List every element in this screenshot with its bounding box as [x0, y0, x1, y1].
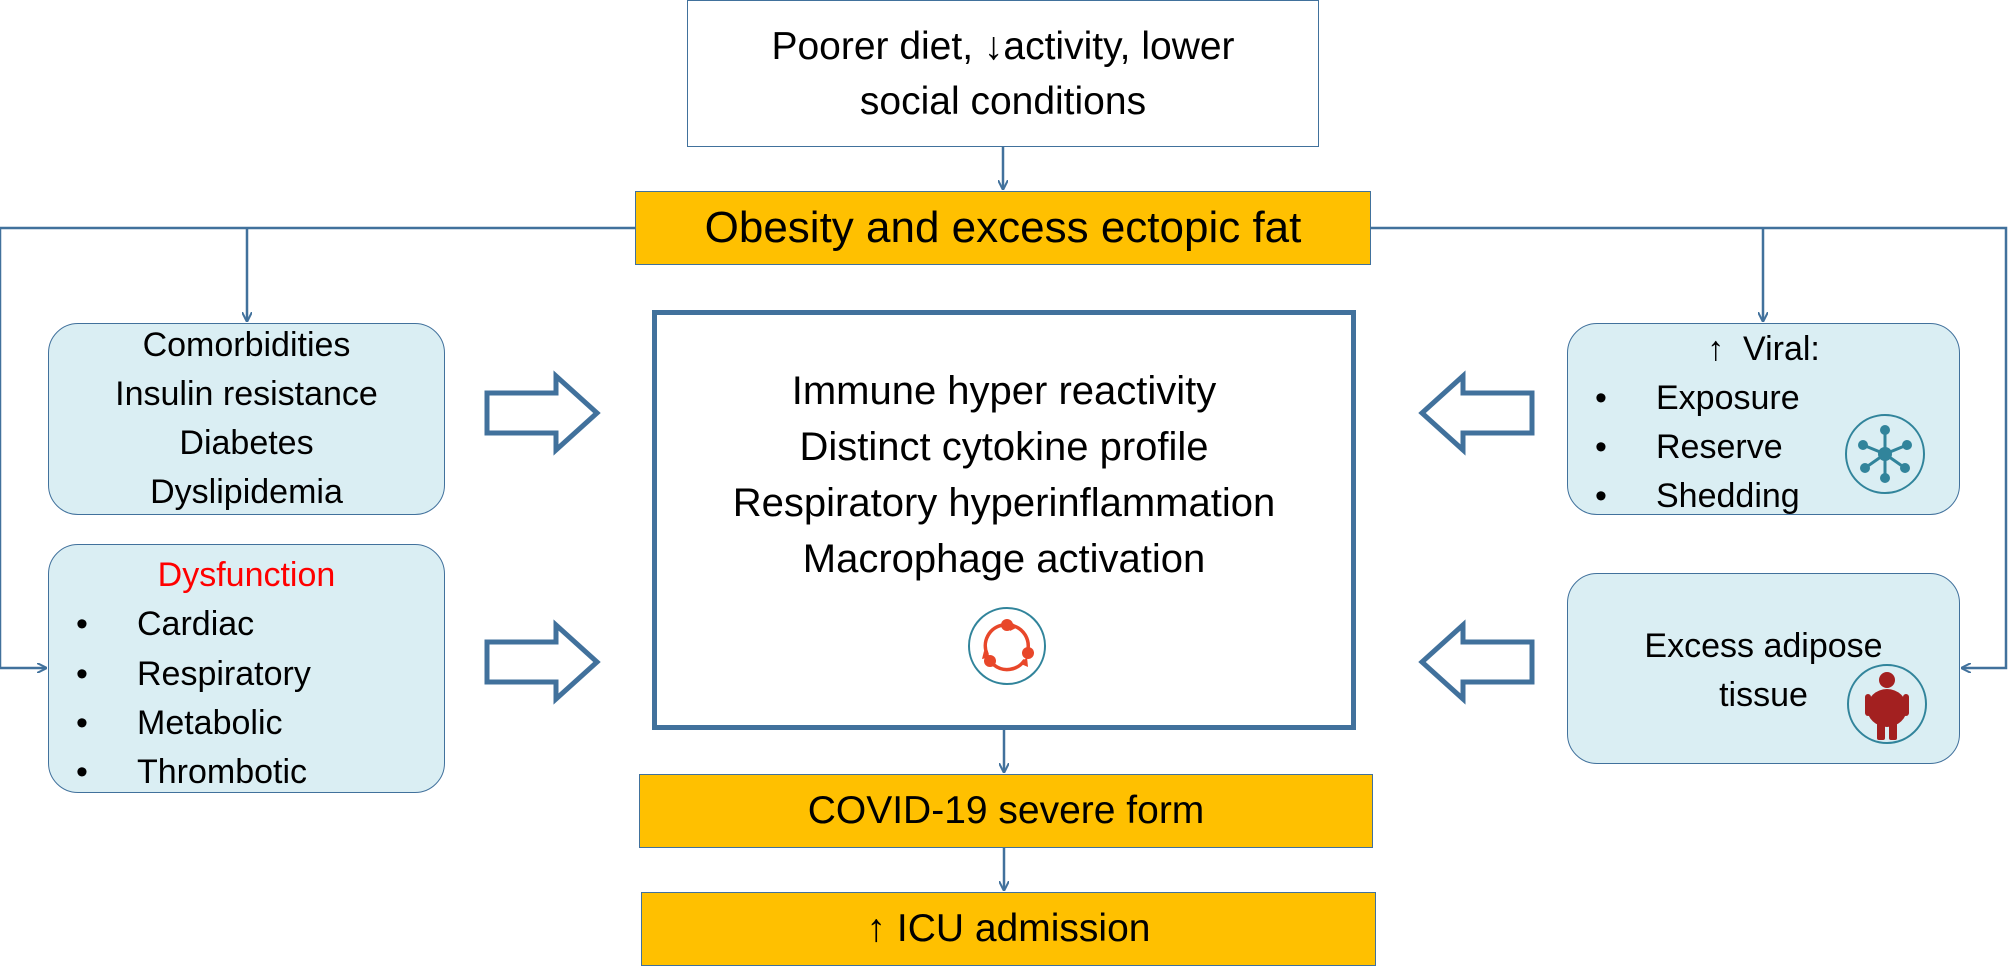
block-arrow-adipose: [1418, 619, 1535, 705]
dysfunction-title: Dysfunction: [157, 556, 336, 594]
adipose-line-1: Excess adipose: [1644, 627, 1883, 665]
dysfunction-item: • Respiratory: [49, 650, 444, 699]
covid-severe-label: COVID-19 severe form: [807, 789, 1205, 832]
adipose-line-2: tissue: [1719, 676, 1808, 714]
comorbidities-title: Comorbidities: [142, 326, 351, 364]
bullet: •: [1595, 379, 1607, 417]
covid-severe-box: COVID-19 severe form: [639, 774, 1373, 848]
viral-item-label: Reserve: [1656, 428, 1783, 466]
block-arrow-dysfunction: [484, 619, 601, 705]
dysfunction-item-label: Respiratory: [137, 655, 311, 693]
block-arrow-comorbidities: [484, 370, 601, 456]
bullet: •: [1595, 477, 1607, 515]
lifestyle-line-2: social conditions: [859, 79, 1147, 123]
obesity-box: Obesity and excess ectopic fat: [635, 191, 1371, 265]
viral-box: ↑ Viral: • Exposure • Reserve • Shedding: [1567, 323, 1960, 515]
dysfunction-item: • Metabolic: [49, 699, 444, 748]
bullet: •: [1595, 428, 1607, 466]
dysfunction-item-label: Metabolic: [137, 704, 283, 742]
dysfunction-item-label: Thrombotic: [137, 753, 308, 791]
connector-obesity-left: [0, 226, 635, 668]
viral-item: • Shedding: [1568, 472, 1959, 521]
obese-person-icon: [1847, 664, 1927, 744]
bullet: •: [76, 655, 88, 693]
comorbidity-item: Insulin resistance: [115, 375, 378, 413]
adipose-box: Excess adipose tissue: [1567, 573, 1960, 764]
dysfunction-item: • Cardiac: [49, 600, 444, 649]
immune-line: Macrophage activation: [802, 537, 1206, 581]
icu-admission-label: ↑ ICU admission: [866, 907, 1151, 950]
comorbidity-item: Dyslipidemia: [150, 473, 343, 511]
block-arrow-viral: [1418, 370, 1535, 456]
dysfunction-box: Dysfunction • Cardiac • Respiratory • Me…: [48, 544, 445, 793]
immune-response-box: Immune hyper reactivity Distinct cytokin…: [652, 310, 1356, 730]
immune-line: Respiratory hyperinflammation: [732, 481, 1276, 525]
bullet: •: [76, 704, 88, 742]
connector-obesity-right: [1371, 226, 2008, 668]
dysfunction-item-label: Cardiac: [137, 605, 255, 643]
comorbidities-box: Comorbidities Insulin resistance Diabete…: [48, 323, 445, 515]
cycle-icon: [968, 607, 1046, 685]
immune-line: Distinct cytokine profile: [799, 425, 1209, 469]
viral-item: • Reserve: [1568, 423, 1959, 472]
lifestyle-line-1: Poorer diet, ↓activity, lower: [771, 24, 1235, 68]
comorbidity-item: Diabetes: [179, 424, 314, 462]
viral-item-label: Exposure: [1656, 379, 1800, 417]
bullet: •: [76, 753, 88, 791]
network-icon: [1845, 414, 1925, 494]
obesity-label: Obesity and excess ectopic fat: [704, 203, 1302, 252]
bullet: •: [76, 605, 88, 643]
viral-title: ↑ Viral:: [1707, 330, 1820, 368]
lifestyle-box: Poorer diet, ↓activity, lower social con…: [687, 0, 1319, 147]
dysfunction-item: • Thrombotic: [49, 748, 444, 797]
viral-item: • Exposure: [1568, 374, 1959, 423]
viral-item-label: Shedding: [1656, 477, 1800, 515]
immune-response-text: Immune hyper reactivity Distinct cytokin…: [657, 363, 1351, 587]
icu-admission-box: ↑ ICU admission: [641, 892, 1376, 966]
adipose-label: Excess adipose tissue: [1568, 622, 1959, 720]
immune-line: Immune hyper reactivity: [791, 369, 1217, 413]
